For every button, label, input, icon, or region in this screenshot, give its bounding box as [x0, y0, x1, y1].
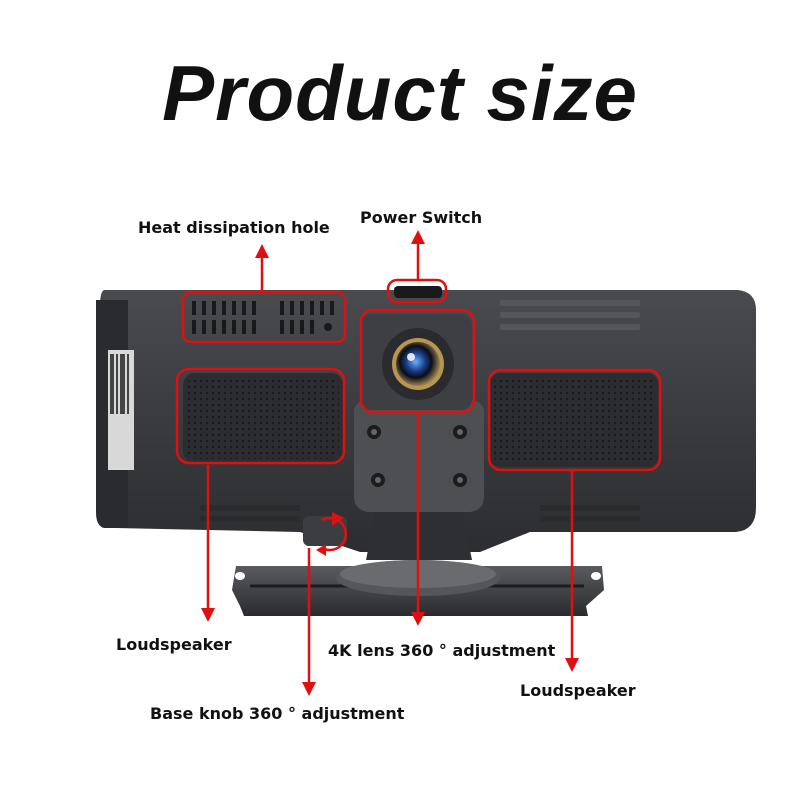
- knob-rotation-mark: [321, 516, 347, 552]
- label-heat-dissipation: Heat dissipation hole: [138, 218, 330, 237]
- page-title: Product size: [162, 49, 638, 137]
- label-lens-adjustment: 4K lens 360 ° adjustment: [328, 641, 556, 660]
- heat-highlight-box: [181, 290, 347, 344]
- annotations: [175, 242, 662, 684]
- label-loudspeaker-right: Loudspeaker: [520, 681, 636, 700]
- label-knob-adjustment: Base knob 360 ° adjustment: [150, 704, 405, 723]
- arrow-heads: [201, 230, 579, 696]
- speaker-left-highlight-box: [175, 367, 346, 465]
- camera-module: [360, 314, 472, 410]
- label-power-switch: Power Switch: [360, 208, 483, 227]
- speaker-right-highlight-box: [487, 368, 662, 472]
- label-loudspeaker-left: Loudspeaker: [116, 635, 232, 654]
